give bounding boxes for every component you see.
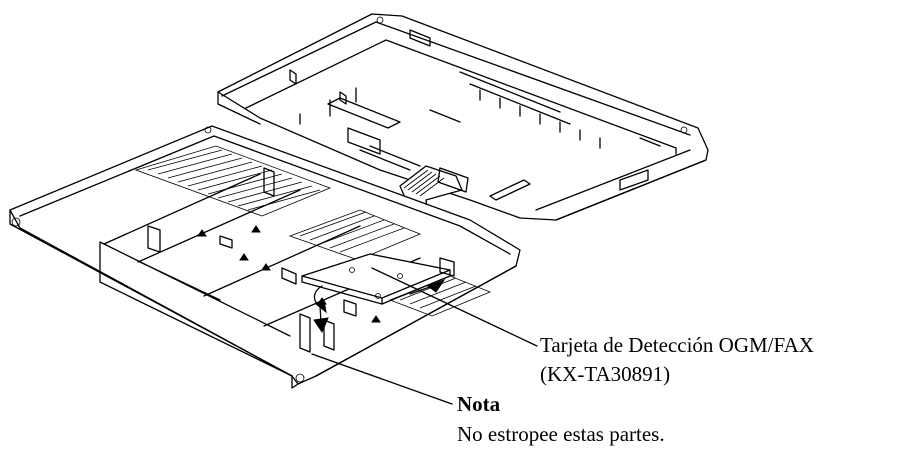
card-name-label: Tarjeta de Detección OGM/FAX — [540, 333, 814, 357]
card-leader-line — [371, 267, 538, 347]
note-title: Nota — [457, 392, 501, 416]
insertion-arrows — [313, 278, 446, 334]
note-text: No estropee estas partes. — [457, 422, 665, 446]
lower-cabinet — [9, 125, 521, 389]
ogm-fax-card — [301, 253, 455, 305]
card-model-label: (KX-TA30891) — [540, 362, 671, 386]
upper-cabinet — [217, 13, 709, 221]
note-leader-line — [311, 353, 453, 405]
